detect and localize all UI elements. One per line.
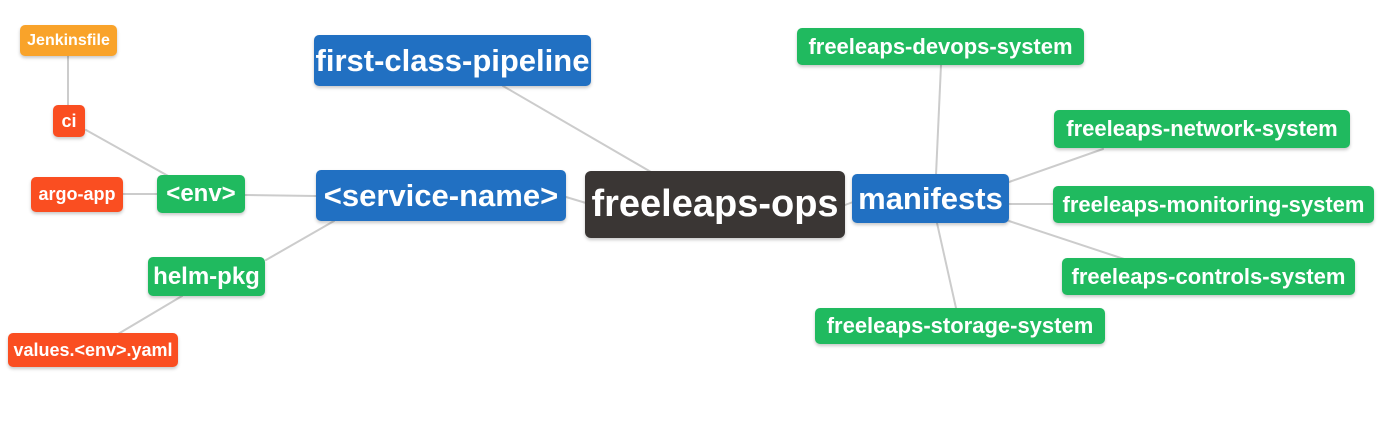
node-argo-app[interactable]: argo-app bbox=[31, 177, 123, 212]
node-values-env-yaml-label: values.<env>.yaml bbox=[13, 339, 173, 360]
node-manifests-label: manifests bbox=[858, 180, 1003, 216]
edge-manifests-network_system bbox=[1008, 148, 1104, 183]
node-service-name[interactable]: <service-name> bbox=[316, 170, 566, 221]
edge-ci-env bbox=[85, 129, 171, 178]
edge-service_name-freeleaps_ops bbox=[565, 196, 587, 204]
node-env[interactable]: <env> bbox=[157, 175, 245, 213]
node-freeleaps-controls-system-label: freeleaps-controls-system bbox=[1071, 263, 1346, 289]
edge-env-service_name bbox=[244, 194, 317, 197]
edge-freeleaps_ops-manifests bbox=[844, 201, 854, 206]
node-service-name-label: <service-name> bbox=[323, 177, 559, 213]
node-env-label: <env> bbox=[166, 180, 236, 207]
node-freeleaps-devops-system-label: freeleaps-devops-system bbox=[808, 33, 1073, 59]
edge-manifests-storage_system bbox=[936, 222, 957, 309]
node-freeleaps-network-system-label: freeleaps-network-system bbox=[1066, 116, 1338, 141]
edge-values_env_yaml-helm_pkg bbox=[117, 295, 183, 335]
node-ci[interactable]: ci bbox=[53, 105, 85, 137]
node-ci-label: ci bbox=[61, 110, 77, 131]
node-freeleaps-controls-system[interactable]: freeleaps-controls-system bbox=[1062, 258, 1355, 295]
node-freeleaps-storage-system[interactable]: freeleaps-storage-system bbox=[815, 308, 1105, 344]
node-values-env-yaml[interactable]: values.<env>.yaml bbox=[8, 333, 178, 367]
edge-helm_pkg-service_name bbox=[265, 220, 335, 261]
node-freeleaps-monitoring-system[interactable]: freeleaps-monitoring-system bbox=[1053, 186, 1374, 223]
node-helm-pkg[interactable]: helm-pkg bbox=[148, 257, 265, 296]
node-manifests[interactable]: manifests bbox=[852, 174, 1009, 223]
edge-manifests-controls_system bbox=[1008, 220, 1125, 260]
node-helm-pkg-label: helm-pkg bbox=[153, 262, 260, 290]
node-jenkinsfile-label: Jenkinsfile bbox=[27, 31, 110, 49]
node-freeleaps-devops-system[interactable]: freeleaps-devops-system bbox=[797, 28, 1084, 65]
node-first-class-pipeline[interactable]: first-class-pipeline bbox=[314, 35, 591, 86]
edge-manifests-devops_system bbox=[935, 64, 942, 176]
node-freeleaps-storage-system-label: freeleaps-storage-system bbox=[826, 313, 1094, 338]
node-argo-app-label: argo-app bbox=[38, 184, 116, 204]
node-freeleaps-ops-root[interactable]: freeleaps-ops bbox=[585, 171, 845, 238]
node-freeleaps-ops-label: freeleaps-ops bbox=[591, 183, 839, 225]
node-freeleaps-network-system[interactable]: freeleaps-network-system bbox=[1054, 110, 1350, 148]
node-jenkinsfile[interactable]: Jenkinsfile bbox=[20, 25, 117, 56]
edge-first_class_pipeline-freeleaps_ops bbox=[502, 85, 652, 173]
node-first-class-pipeline-label: first-class-pipeline bbox=[315, 42, 590, 78]
node-freeleaps-monitoring-system-label: freeleaps-monitoring-system bbox=[1062, 191, 1365, 217]
